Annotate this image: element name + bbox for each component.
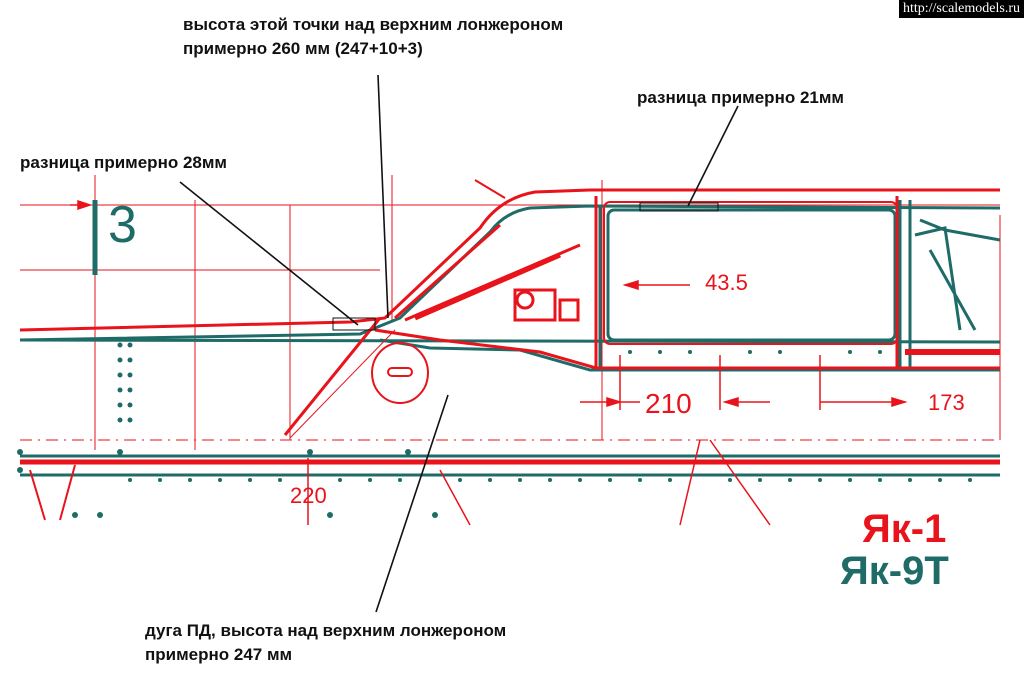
leader-lines: [179, 74, 739, 613]
rivet-rows: [17, 342, 438, 518]
legend-yak9t: Як-9Т: [840, 549, 949, 593]
rivet-line-bottom: [128, 350, 972, 482]
top-point-annotation-line1: высота этой точки над верхним лонжероном: [183, 15, 564, 34]
legend-yak1: Як-1: [862, 507, 947, 551]
frame-number: 3: [108, 196, 137, 254]
dimension-220: 220: [290, 483, 327, 508]
yak9t-outline: [19, 200, 1001, 477]
diff-21-annotation: разница примерно 21мм: [637, 88, 845, 107]
arc-annotation-line1: дуга ПД, высота над верхним лонжероном: [145, 621, 507, 640]
yak1-outline: [19, 179, 1000, 526]
top-point-annotation-line2: примерно 260 мм (247+10+3): [183, 39, 423, 58]
arc-annotation-line2: примерно 247 мм: [145, 645, 293, 664]
dimension-arrows: [70, 199, 908, 525]
watermark[interactable]: http://scalemodels.ru: [898, 0, 1024, 18]
dimension-210: 210: [645, 388, 692, 419]
dimension-173: 173: [928, 390, 965, 415]
dimension-43-5: 43.5: [705, 270, 748, 295]
diff-28-annotation: разница примерно 28мм: [20, 153, 228, 172]
